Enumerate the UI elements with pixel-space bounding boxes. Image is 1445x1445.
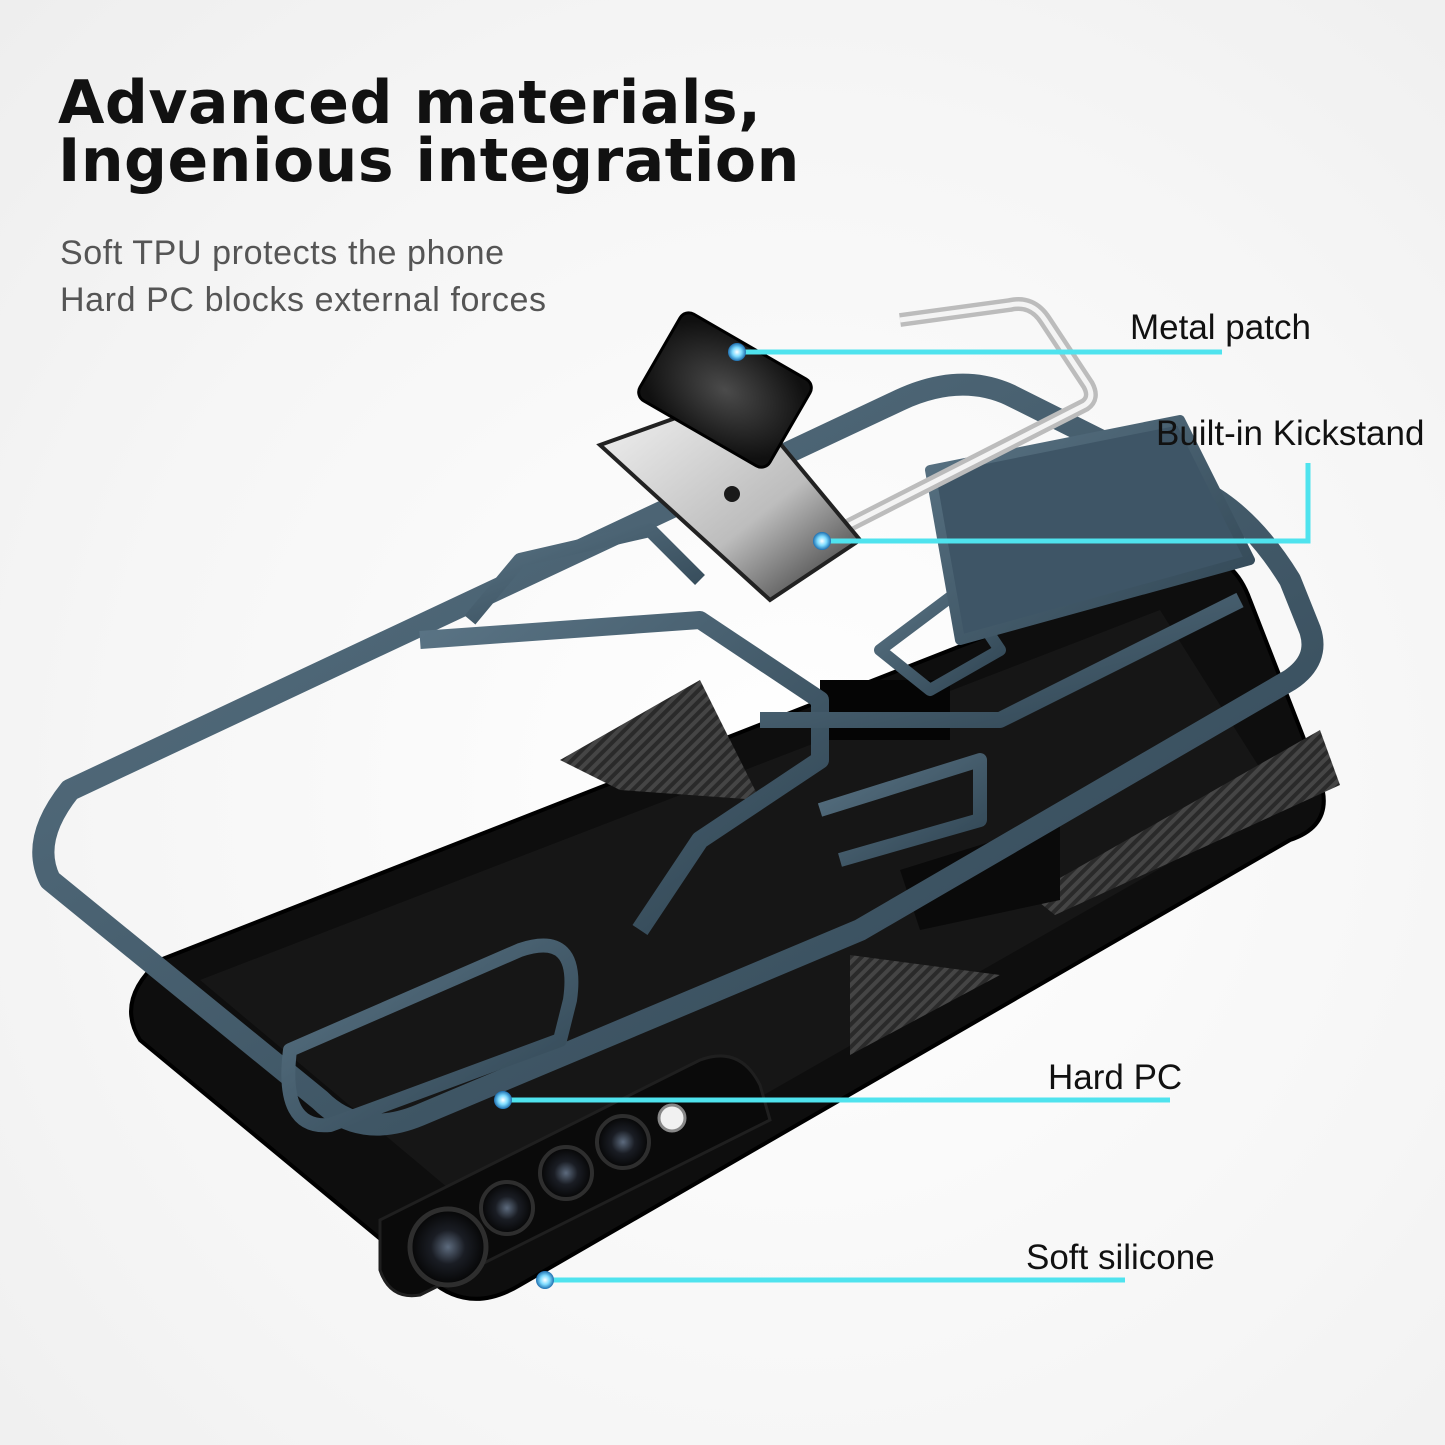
headline-line-1: Advanced materials, (58, 68, 762, 138)
subheadline-line-1: Soft TPU protects the phone (60, 234, 505, 272)
callout-label-kickstand: Built-in Kickstand (1156, 414, 1425, 453)
callout-label-metal-patch: Metal patch (1130, 308, 1311, 347)
camera-lens-icon (407, 1206, 489, 1288)
camera-lens-icon (479, 1180, 535, 1236)
carbon-grip-right (1030, 730, 1340, 915)
callout-label-soft-silicone: Soft silicone (1026, 1238, 1215, 1277)
callout-dot-icon (728, 343, 746, 361)
flash-icon (657, 1103, 687, 1133)
camera-module (378, 1054, 772, 1298)
headline-line-2: Ingenious integration (58, 126, 800, 196)
camera-lens-icon (595, 1114, 651, 1170)
metal-patch (637, 311, 813, 469)
hard-pc-frame (32, 373, 1324, 1136)
camera-lens-icon (538, 1145, 594, 1201)
callout-dot-icon (494, 1091, 512, 1109)
callout-dots (494, 343, 831, 1289)
callout-dot-icon (813, 532, 831, 550)
callout-lines (503, 349, 1311, 1283)
subheadline-line-2: Hard PC blocks external forces (60, 281, 547, 319)
carbon-grip-bottom (850, 955, 1000, 1055)
headline: Advanced materials, Ingenious integratio… (58, 68, 800, 196)
callout-dot-icon (536, 1271, 554, 1289)
callout-line-kickstand (822, 463, 1311, 544)
carbon-grip-top (560, 680, 760, 800)
callout-label-hard-pc: Hard PC (1048, 1058, 1183, 1097)
subheadline: Soft TPU protects the phone Hard PC bloc… (60, 230, 547, 324)
